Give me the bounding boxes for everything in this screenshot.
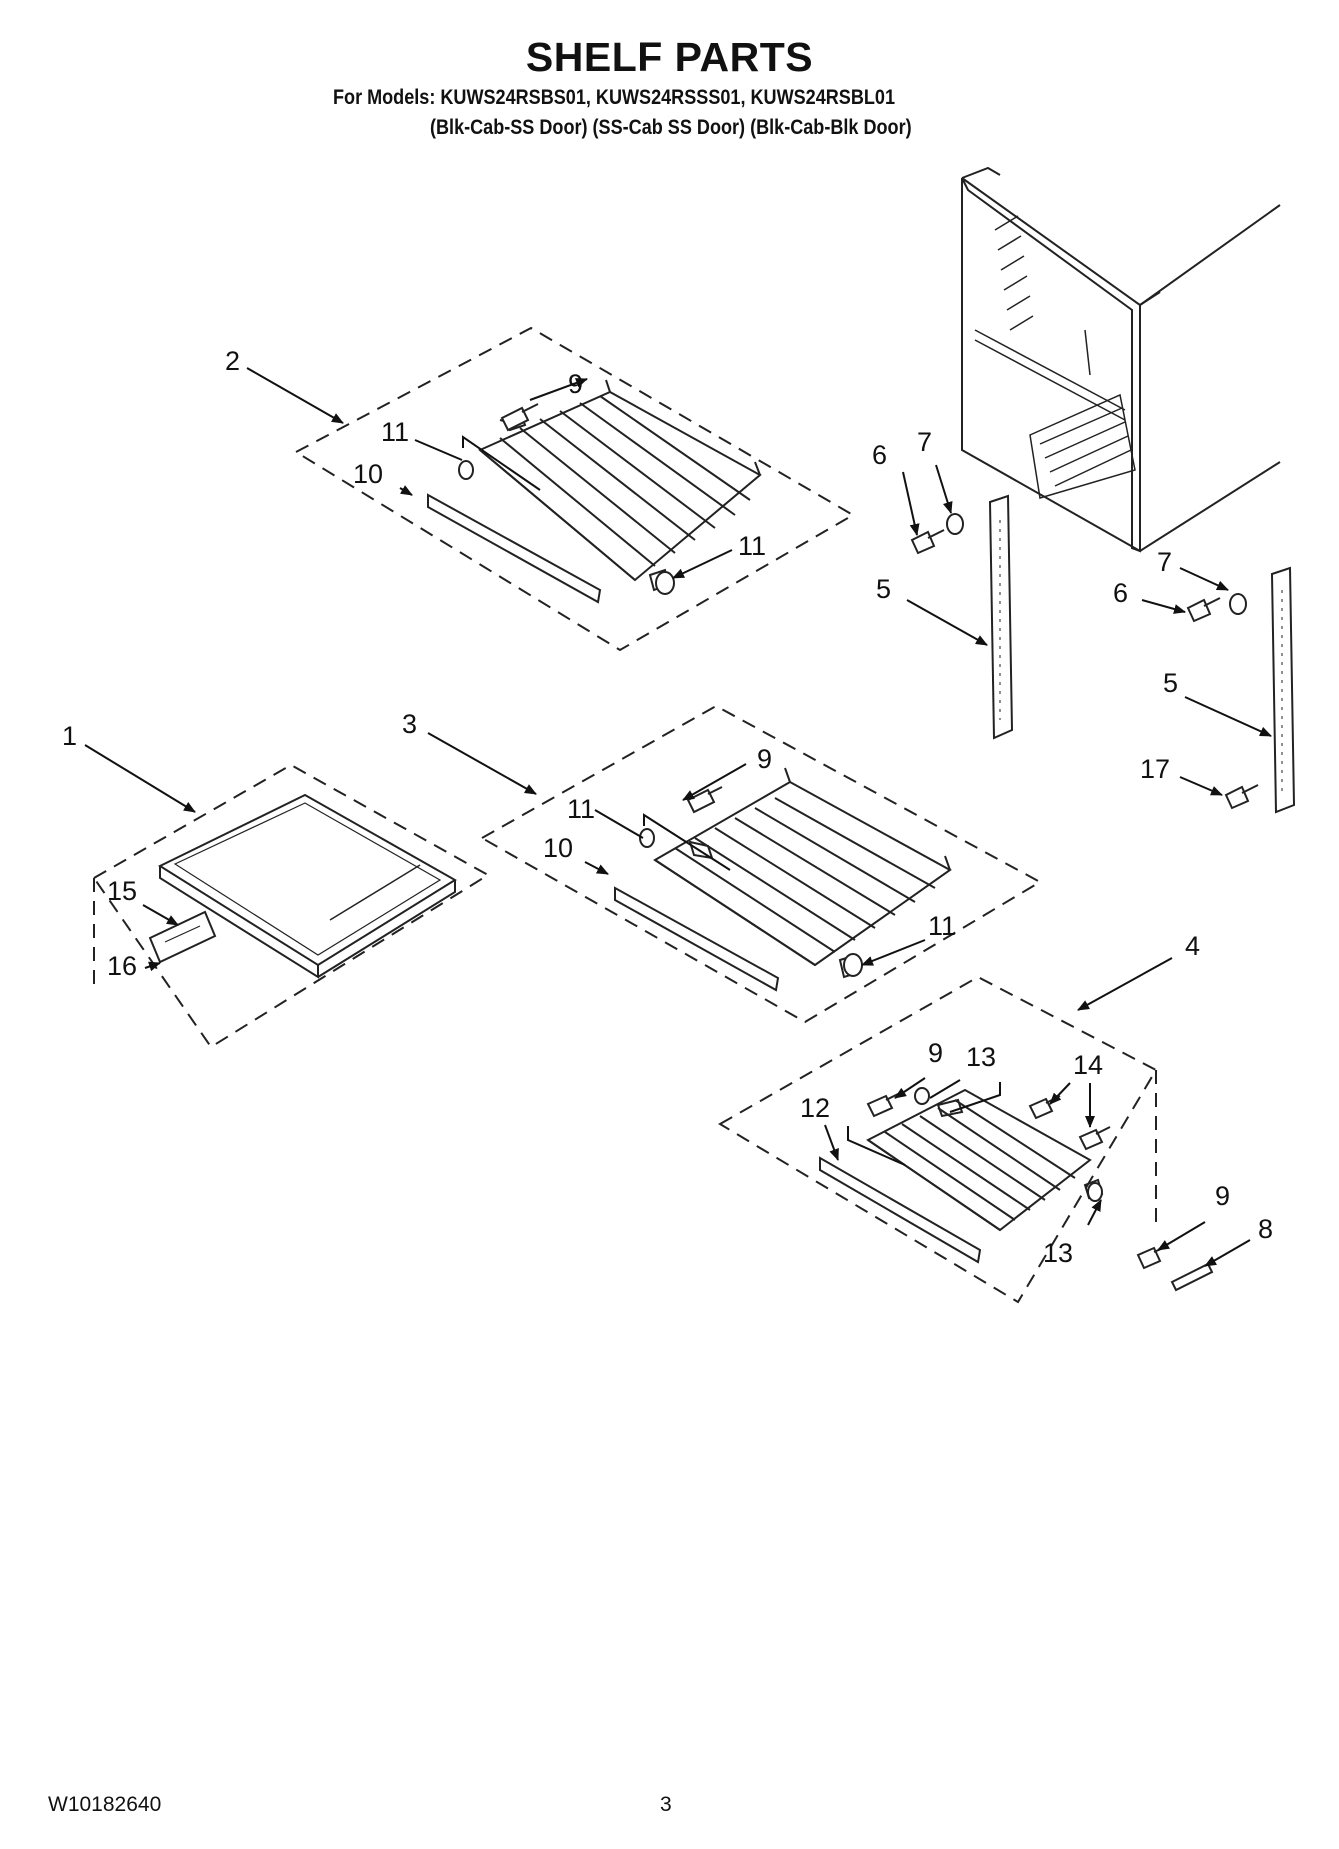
callout-11-top-left: 11	[381, 417, 409, 447]
document-code: W10182640	[48, 1793, 162, 1816]
callout-2: 2	[225, 346, 240, 376]
callout-13-bottom: 13	[1043, 1238, 1073, 1268]
cabinet-drawing	[961, 166, 1281, 553]
callout-5-right: 5	[1163, 668, 1178, 698]
callout-6: 6	[872, 440, 887, 470]
leader-lines	[84, 367, 1272, 1267]
callout-17: 17	[1140, 754, 1170, 784]
variants-line: (Blk-Cab-SS Door) (SS-Cab SS Door) (Blk-…	[430, 116, 912, 139]
callout-7: 7	[917, 427, 932, 457]
callout-11-top-right: 11	[738, 531, 766, 561]
callout-7-right: 7	[1157, 547, 1172, 577]
callout-16: 16	[107, 951, 137, 981]
page-number: 3	[660, 1793, 672, 1816]
shelf-3-assembly	[479, 704, 1043, 1024]
callout-15: 15	[107, 876, 137, 906]
page-title: SHELF PARTS	[525, 34, 814, 80]
models-line: For Models: KUWS24RSBS01, KUWS24RSSS01, …	[333, 86, 896, 109]
hardware-parts	[458, 403, 1296, 1292]
callout-labels: 1 2 3 4 5 5 6 6 7 7 8 9 9 9 9 10 10 11 1…	[62, 346, 1273, 1268]
callout-4: 4	[1185, 931, 1200, 961]
callout-5: 5	[876, 574, 891, 604]
callout-8: 8	[1258, 1214, 1273, 1244]
callout-11-mid-left: 11	[567, 794, 595, 824]
callout-1: 1	[62, 721, 77, 751]
callout-9-shelf4: 9	[928, 1038, 943, 1068]
callout-10-top: 10	[353, 459, 383, 489]
callout-3: 3	[402, 709, 417, 739]
callout-11-mid-right: 11	[928, 911, 956, 941]
callout-13-top: 13	[966, 1042, 996, 1072]
callout-6-right: 6	[1113, 578, 1128, 608]
callout-10-mid: 10	[543, 833, 573, 863]
callout-12: 12	[800, 1093, 830, 1123]
callout-9-mid: 9	[757, 744, 772, 774]
callout-9-bottom: 9	[1215, 1181, 1230, 1211]
callout-9-top: 9	[568, 369, 583, 399]
shelf-1-assembly	[92, 763, 490, 1049]
shelf-4-assembly	[718, 975, 1158, 1304]
callout-14: 14	[1073, 1050, 1103, 1080]
